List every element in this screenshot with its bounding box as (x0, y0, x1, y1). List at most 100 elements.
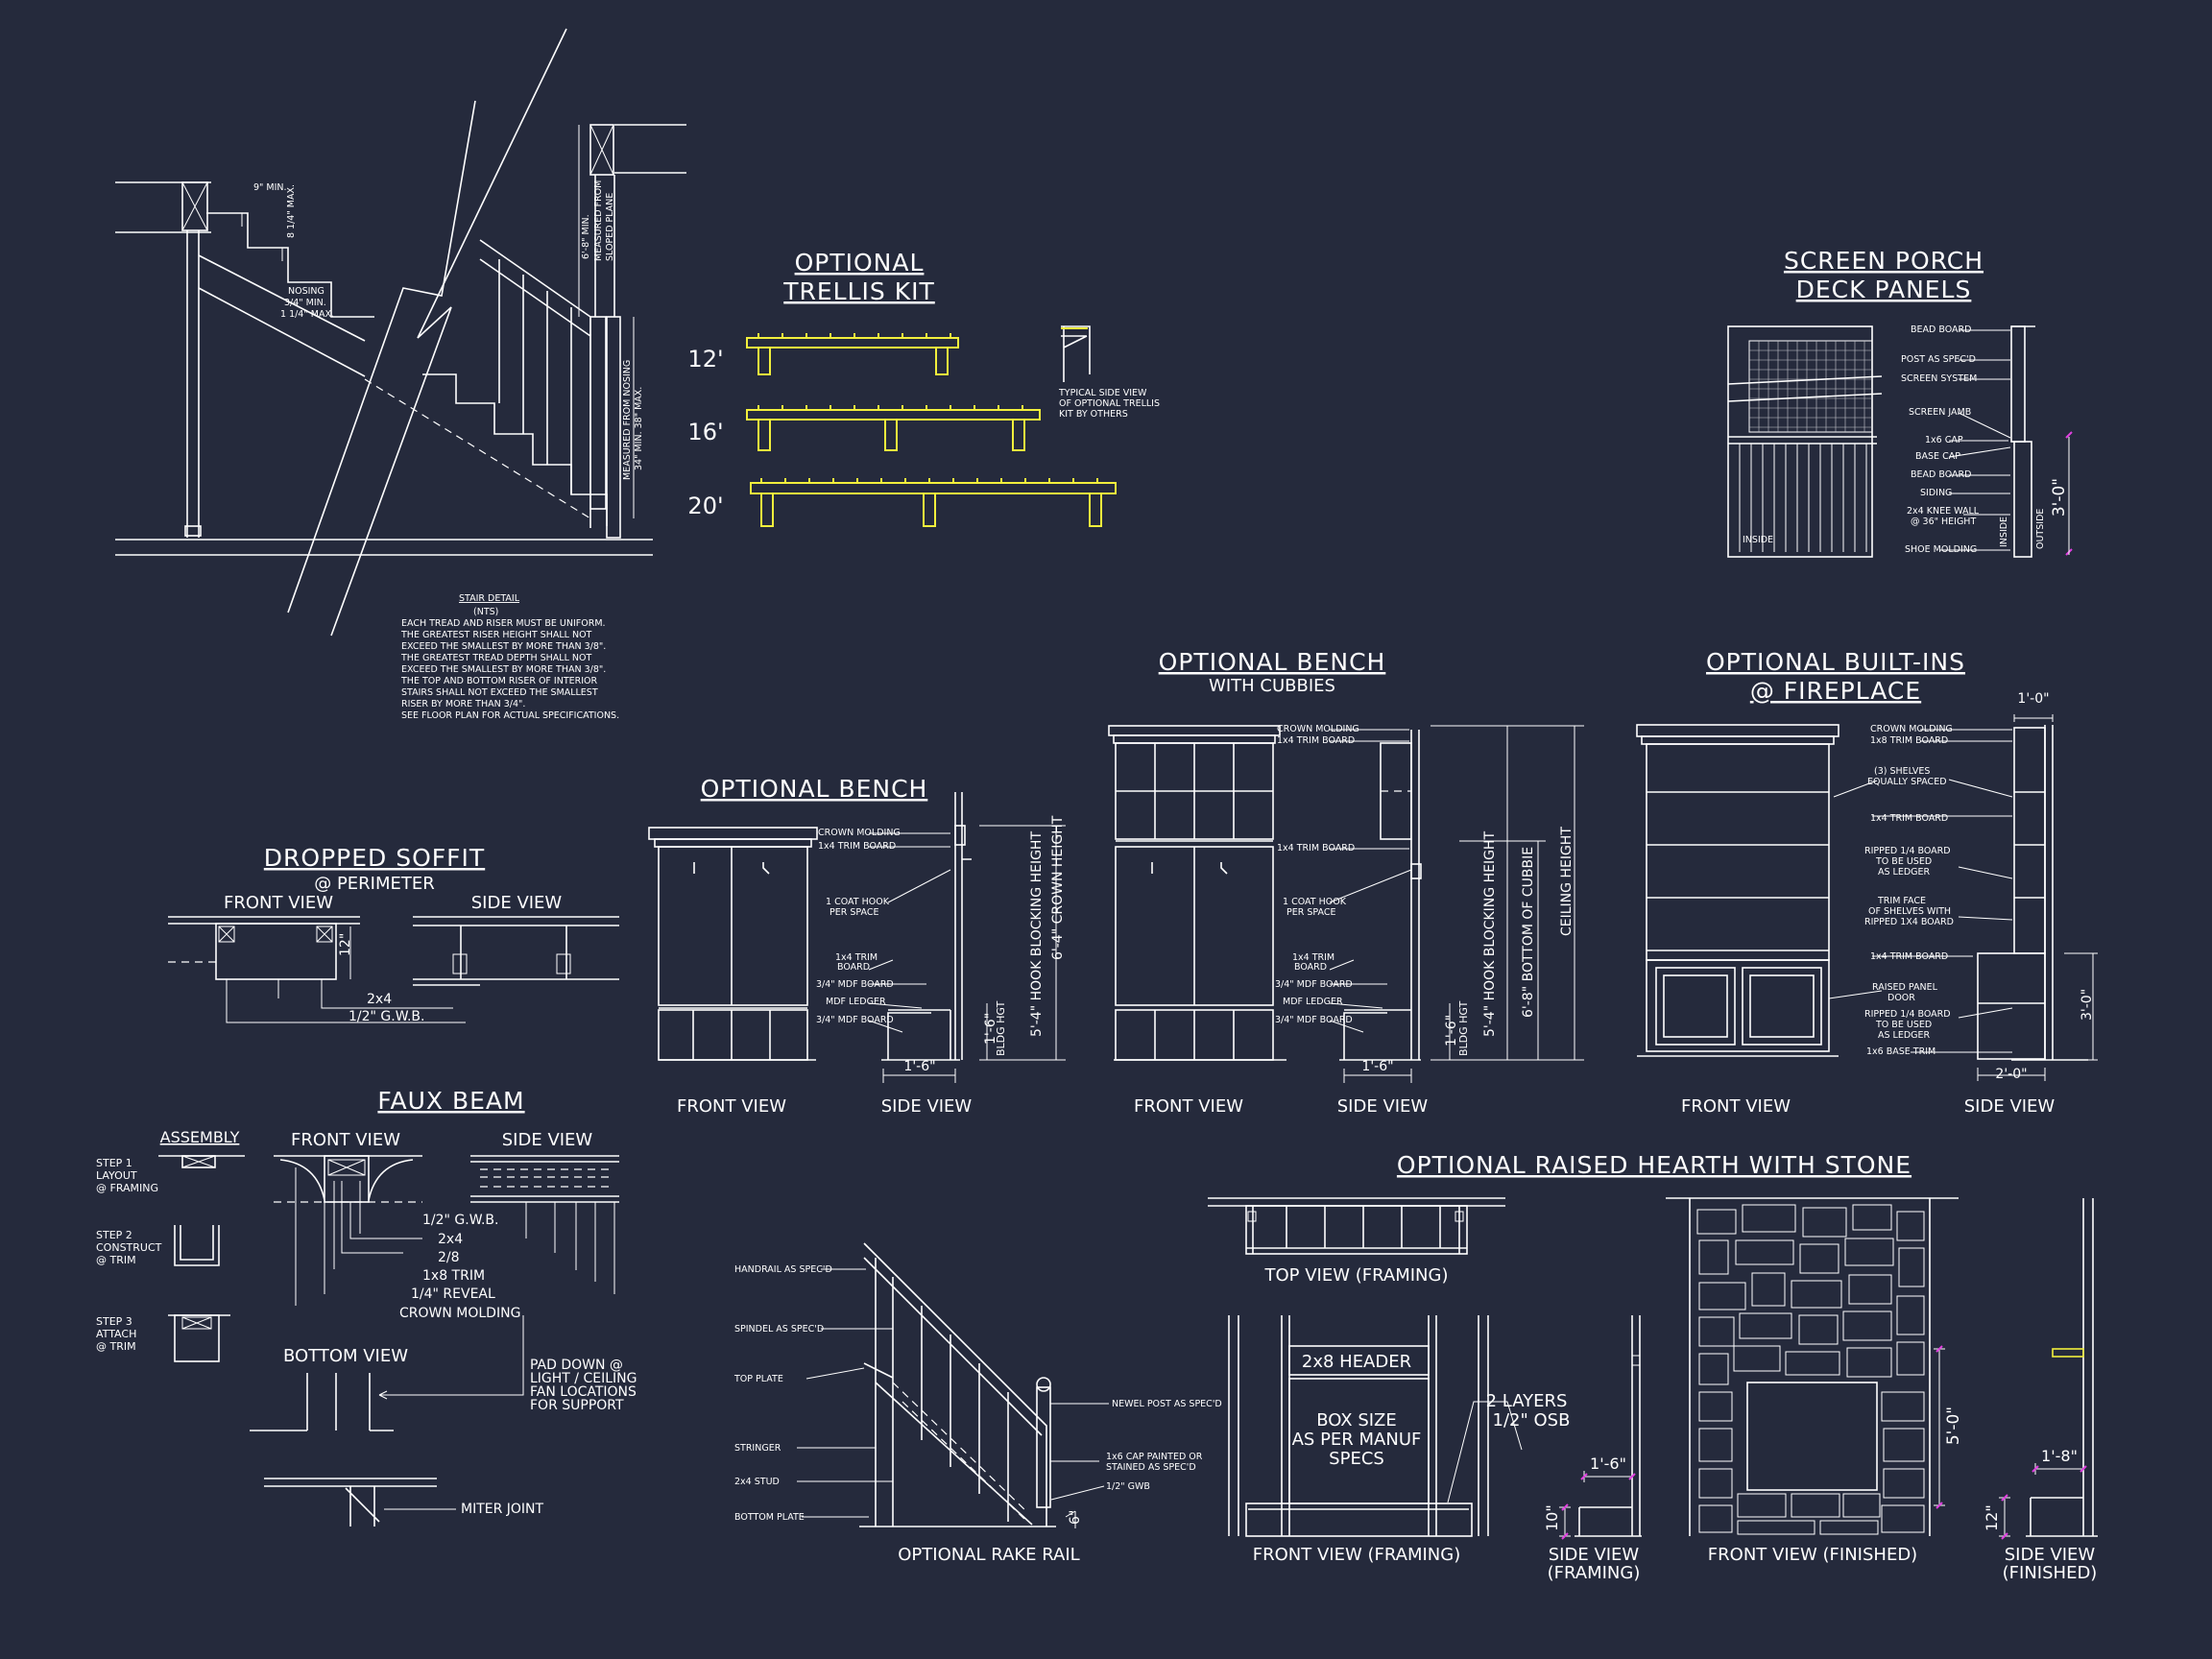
callout: SCREEN JAMB (1909, 407, 1971, 418)
callout: SIDING (1920, 488, 1952, 498)
stair-notes: EACH TREAD AND RISER MUST BE UNIFORM. TH… (400, 618, 619, 721)
callout: BOARD (1294, 962, 1327, 973)
stair-headroom-1: 6'-8" MIN. (581, 214, 591, 259)
callout: POST AS SPEC'D (1901, 354, 1976, 365)
hearth-box-3: SPECS (1329, 1449, 1384, 1469)
cubbies-front-label: FRONT VIEW (1134, 1096, 1243, 1117)
callout: RIPPED 1/4 BOARD (1864, 846, 1951, 856)
callout: TO BE USED (1875, 856, 1932, 867)
callout: 1/2" G.W.B. (422, 1213, 498, 1228)
callout: CROWN MOLDING (818, 828, 901, 838)
stair-note-line: EXCEED THE SMALLEST BY MORE THAN 3/8". (401, 664, 606, 675)
stair-note-line: EXCEED THE SMALLEST BY MORE THAN 3/8". (401, 641, 606, 652)
hearth-dim-finished-depth: 1'-8" (2041, 1447, 2078, 1465)
callout: 1x8 TRIM BOARD (1870, 735, 1948, 746)
hearth-side-framing-1: SIDE VIEW (1549, 1545, 1640, 1565)
cubbies-dim-bldg: 1'-6" (1444, 1015, 1459, 1046)
hearth-stone-pattern (1696, 1204, 1925, 1535)
callout: MDF LEDGER (1283, 997, 1343, 1007)
callout: 2x4 KNEE WALL (1907, 506, 1980, 517)
cubbies-dim-hook: 5'-4" HOOK BLOCKING HEIGHT (1482, 831, 1498, 1037)
callout: 1x4 TRIM (1292, 952, 1334, 963)
callout: RAISED PANEL (1872, 982, 1938, 993)
soffit-callout-gwb: 1/2" G.W.B. (349, 1009, 424, 1024)
trellis-beam-20 (750, 482, 1117, 494)
callout: 3/4" MDF BOARD (816, 979, 894, 990)
screen-porch-title-1: SCREEN PORCH (1784, 247, 1984, 275)
faux-beam-front-label: FRONT VIEW (291, 1130, 400, 1150)
callout: NEWEL POST AS SPEC'D (1112, 1399, 1222, 1409)
callout: 3/4" MDF BOARD (816, 1015, 894, 1025)
faux-beam: FAUX BEAM ASSEMBLY FRONT VIEW SIDE VIEW … (96, 1087, 637, 1527)
step-line: STEP 1 (96, 1157, 132, 1169)
screen-porch-title-2: DECK PANELS (1796, 276, 1972, 303)
callout: 1x6 BASE TRIM (1866, 1046, 1936, 1057)
builtins-front-label: FRONT VIEW (1681, 1096, 1791, 1117)
hearth-side-finished-2: (FINISHED) (2003, 1563, 2098, 1583)
screen-porch-callouts: BEAD BOARD POST AS SPEC'D SCREEN SYSTEM … (1901, 325, 2011, 555)
trellis-title-2: TRELLIS KIT (782, 277, 935, 305)
trellis-side-note-3: KIT BY OTHERS (1059, 409, 1128, 420)
builtins-title-1: OPTIONAL BUILT-INS (1706, 648, 1965, 676)
hearth-osb-1: 2 LAYERS (1486, 1391, 1568, 1411)
trellis-beam-12 (746, 337, 959, 349)
step-line: STEP 2 (96, 1229, 132, 1241)
callout: DOOR (1887, 993, 1915, 1003)
builtins-side-label: SIDE VIEW (1964, 1096, 2056, 1117)
bench-front-label: FRONT VIEW (677, 1096, 786, 1117)
hearth-front-finished-label: FRONT VIEW (FINISHED) (1708, 1545, 1917, 1565)
callout: AS LEDGER (1878, 1030, 1931, 1041)
cubbies-callouts: CROWN MOLDING 1x4 TRIM BOARD 1x4 TRIM BO… (1275, 724, 1412, 1033)
step-line: @ FRAMING (96, 1182, 158, 1194)
cubbies-dim-ceiling: CEILING HEIGHT (1559, 827, 1575, 936)
callout: (3) SHELVES (1874, 766, 1930, 777)
stair-nosing-min: 3/4" MIN. (284, 298, 326, 308)
hearth-box-2: AS PER MANUF (1292, 1430, 1422, 1450)
builtins-title-2: @ FIREPLACE (1750, 677, 1921, 705)
step-line: @ TRIM (96, 1254, 136, 1266)
stair-dim-riser: 8 1/4" MAX. (286, 184, 297, 238)
trellis-beam-16 (746, 409, 1041, 421)
trellis-size-20: 20' (687, 493, 723, 519)
step-line: ATTACH (96, 1328, 136, 1340)
cubbies-dim-depth: 1'-6" (1361, 1059, 1393, 1074)
bench-side-label: SIDE VIEW (881, 1096, 973, 1117)
faux-beam-steps: STEP 1 LAYOUT @ FRAMING STEP 2 CONSTRUCT… (96, 1157, 162, 1353)
cubbies-dim-cubbie: 6'-8" BOTTOM OF CUBBIE (1521, 847, 1536, 1018)
callout: 2/8 (438, 1250, 460, 1265)
callout: 1/4" REVEAL (411, 1286, 495, 1302)
callout: 1 COAT HOOK (826, 897, 890, 907)
bench-bldg-label: BLDG HGT (995, 1000, 1007, 1056)
callout: STRINGER (734, 1443, 781, 1454)
faux-beam-callouts: 1/2" G.W.B. 2x4 2/8 1x8 TRIM 1/4" REVEAL… (399, 1213, 520, 1321)
stair-rail-height-2: 34" MIN. 38" MAX. (634, 387, 644, 470)
callout: HANDRAIL AS SPEC'D (734, 1264, 832, 1275)
optional-bench: OPTIONAL BENCH BLDG HGT 1'-6" 5'-4" HOOK… (648, 775, 1066, 1117)
builtins-dim-height: 3'-0" (2080, 989, 2095, 1021)
builtins-dim-bottom: 2'-0" (1995, 1067, 2027, 1082)
stair-headroom-3: SLOPED PLANE (605, 193, 615, 261)
screen-porch-deck-panels: SCREEN PORCH DECK PANELS 3'-0" BEAD BOAR… (1727, 247, 2073, 558)
builtins-callouts: CROWN MOLDING 1x8 TRIM BOARD (3) SHELVES… (1828, 724, 2013, 1057)
soffit-dim: 12" (338, 933, 353, 956)
screen-porch-inside: INSIDE (1743, 535, 1773, 545)
bench-callouts: CROWN MOLDING 1x4 TRIM BOARD 1 COAT HOOK… (816, 828, 951, 1033)
callout: CROWN MOLDING (1870, 724, 1953, 734)
screen-porch-inside-2: INSIDE (1999, 517, 2009, 547)
bench-dim-hook: 5'-4" HOOK BLOCKING HEIGHT (1029, 831, 1045, 1037)
trellis-side-note-2: OF OPTIONAL TRELLIS (1059, 398, 1160, 409)
faux-beam-assembly: ASSEMBLY (160, 1128, 240, 1146)
stair-note-line: THE GREATEST RISER HEIGHT SHALL NOT (400, 630, 592, 640)
cubbies-sub: WITH CUBBIES (1209, 676, 1335, 696)
stair-note-title: STAIR DETAIL (459, 593, 520, 604)
stair-note-line: THE GREATEST TREAD DEPTH SHALL NOT (400, 653, 591, 663)
bench-dim-bldg: 1'-6" (983, 1013, 998, 1045)
hearth-title: OPTIONAL RAISED HEARTH WITH STONE (1397, 1151, 1911, 1179)
callout: STAINED AS SPEC'D (1106, 1462, 1196, 1473)
optional-rake-rail: 6" HANDRAIL AS SPEC'D SPINDEL AS SPEC'D … (733, 1242, 1222, 1565)
callout: @ 36" HEIGHT (1911, 517, 1976, 527)
bench-title: OPTIONAL BENCH (701, 775, 928, 803)
optional-built-ins: OPTIONAL BUILT-INS @ FIREPLACE 1'-0" 2'-… (1636, 648, 2098, 1117)
callout: CROWN MOLDING (399, 1306, 520, 1321)
stair-dim-tread: 9" MIN. (253, 182, 287, 193)
